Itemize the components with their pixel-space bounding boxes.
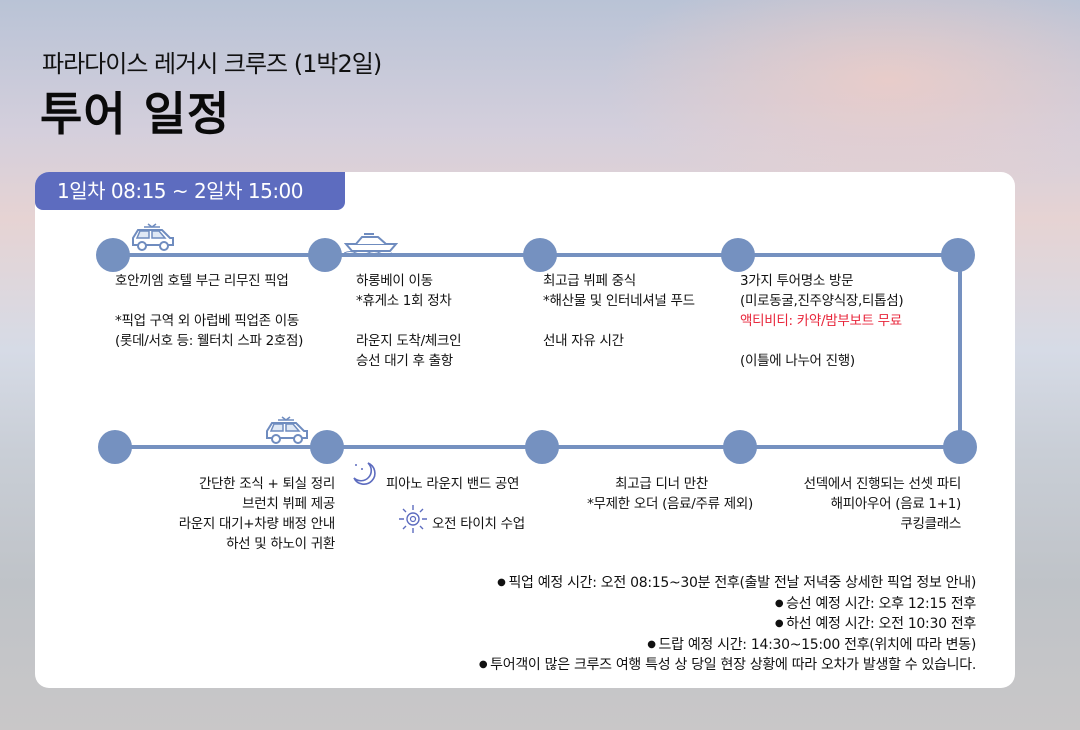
page-subtitle: 파라다이스 레거시 크루즈 (1박2일) [42,50,382,78]
step-line [356,311,461,331]
step-line: 승선 대기 후 출항 [356,353,453,369]
step-line: *해산물 및 인터네셔널 푸드 [543,293,695,309]
step-line: 호안끼엠 호텔 부근 리무진 픽업 [115,273,289,289]
timeline-dot [525,430,559,464]
step-line: 간단한 조식 + 퇴실 정리 [198,476,335,492]
step-line [740,331,903,351]
timeline-dot [96,238,130,272]
step-line: 하선 및 하노이 귀환 [226,536,335,552]
timeline-dot [523,238,557,272]
step-line: 해피아우어 (음료 1+1) [830,496,962,512]
car-icon [132,223,174,251]
step-line: *픽업 구역 외 아럽베 픽업존 이동 [115,313,299,329]
timeline-dot [310,430,344,464]
step-line: 3가지 투어명소 방문 [740,273,854,289]
sun-icon [399,505,427,533]
step-line [115,291,303,311]
schedule-period-badge: 1일차 08:15 ~ 2일차 15:00 [35,172,345,210]
step-line [543,311,695,331]
step-piano-band: 피아노 라운지 밴드 공연 [386,474,519,494]
step-line: 라운지 대기+차량 배정 안내 [178,516,336,532]
step-line: 선덱에서 진행되는 선셋 파티 [803,476,962,492]
step-dinner: 최고급 디너 만찬 *무제한 오더 (음료/주류 제외) [587,474,753,514]
step-line: (미로동굴,진주양식장,티톱섬) [740,293,904,309]
step-limousine-pickup: 호안끼엠 호텔 부근 리무진 픽업 *픽업 구역 외 아럽베 픽업존 이동 (롯데/… [115,271,303,351]
schedule-notes: 픽업 예정 시간: 오전 08:15~30분 전후(출발 전날 저녁중 상세한 … [479,573,976,676]
step-line: 하롱베이 이동 [356,273,433,289]
step-line: 라운지 도착/체크인 [356,333,462,349]
timeline-dot [308,238,342,272]
step-line: 오전 타이치 수업 [432,516,525,532]
activity-highlight: 액티비티: 카약/밤부보트 무료 [740,313,902,329]
timeline-dot [943,430,977,464]
note-item: 픽업 예정 시간: 오전 08:15~30분 전후(출발 전날 저녁중 상세한 … [479,573,976,594]
timeline-connector [958,255,962,448]
step-line: (롯데/서호 등: 웰터치 스파 2호점) [115,333,304,349]
timeline-dot [98,430,132,464]
car-icon [266,416,308,444]
step-line: 쿠킹클래스 [900,516,961,532]
step-taichi: 오전 타이치 수업 [432,514,525,534]
step-line: 최고급 디너 만찬 [615,476,708,492]
step-line: 선내 자유 시간 [543,333,624,349]
boat-icon [344,233,398,254]
step-line: 최고급 뷔페 중식 [543,273,636,289]
moon-icon [353,462,376,485]
note-item: 드랍 예정 시간: 14:30~15:00 전후(위치에 따라 변동) [479,635,977,656]
note-item: 투어객이 많은 크루즈 여행 특성 상 당일 현장 상황에 따라 오차가 발생할… [479,655,976,676]
step-tour-sights: 3가지 투어명소 방문 (미로동굴,진주양식장,티톱섬) 액티비티: 카약/밤부보트… [740,271,904,371]
timeline-dot [721,238,755,272]
step-line: 피아노 라운지 밴드 공연 [386,476,520,492]
step-line: *무제한 오더 (음료/주류 제외) [587,496,753,512]
step-line: 브런치 뷔페 제공 [242,496,335,512]
background-glow [600,0,1080,200]
note-item: 하선 예정 시간: 오전 10:30 전후 [479,614,976,635]
page-title: 투어 일정 [40,87,231,141]
note-item: 승선 예정 시간: 오후 12:15 전후 [479,594,976,615]
step-line: *휴게소 1회 정차 [356,293,452,309]
step-line: (이틀에 나누어 진행) [740,353,855,369]
timeline-dot [723,430,757,464]
timeline-dot [941,238,975,272]
